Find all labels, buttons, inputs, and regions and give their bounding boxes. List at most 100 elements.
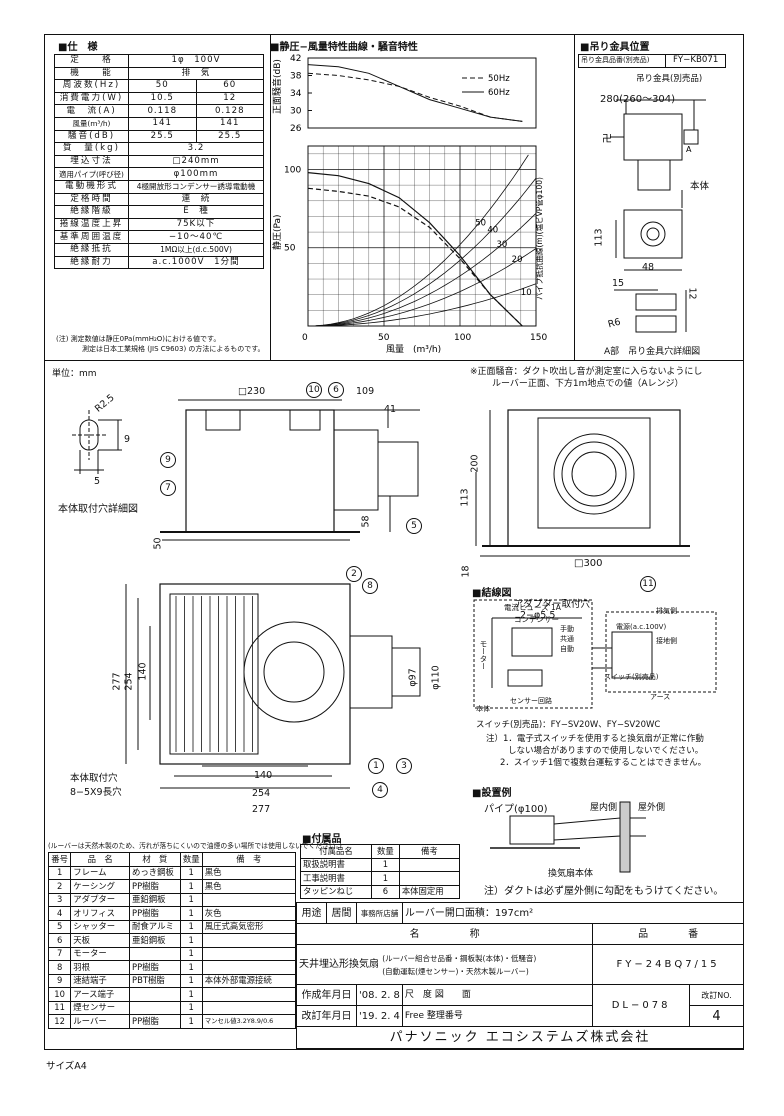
- spec-row: 質 量(kg)3.2: [54, 142, 264, 156]
- spec-value-50hz: 25.5: [128, 129, 197, 144]
- company-name: パナソニック エコシステムズ株式会社: [296, 1026, 744, 1049]
- parts-cell: 3: [47, 892, 72, 907]
- install-pipe: パイプ(φ100): [484, 804, 548, 815]
- parts-cell: 7: [47, 946, 72, 961]
- spec-value-50hz: 50: [128, 79, 197, 93]
- hanger-dim-48: 48: [642, 262, 655, 273]
- dim-254-h: 254: [252, 788, 271, 799]
- revised-date: '19. 2. 4: [356, 1005, 403, 1027]
- product-detail-2: (自動運転(煙センサー)・天然木製ルーバー): [382, 966, 529, 976]
- top-divider: [44, 360, 744, 361]
- spec-key: 機 能: [54, 66, 129, 81]
- spec-key: 消費電力(W): [54, 91, 129, 106]
- callout-6: 6: [328, 382, 344, 398]
- noise-note-1: ※正面騒音：ダクト吹出し音が測定室に入らないようにし: [470, 367, 703, 377]
- spec-key: 定 格: [54, 54, 129, 68]
- paper-size: サイズA4: [46, 1061, 87, 1072]
- hanger-a-label: A: [686, 145, 692, 154]
- acc-cell: 本体固定用: [398, 884, 461, 899]
- noise-tick-label: 26: [290, 124, 302, 134]
- spec-value: 排 気: [128, 66, 264, 81]
- spec-value-60hz: 60: [195, 79, 264, 93]
- noise-tick-label: 30: [290, 107, 302, 117]
- parts-cell: 灰色: [201, 906, 297, 921]
- spec-key: 絶縁階級: [54, 205, 129, 219]
- callout-8: 8: [362, 578, 378, 594]
- parts-cell: 1: [179, 987, 203, 1002]
- hole-dim-5: 5: [94, 476, 101, 487]
- spec-note-2: 測定は日本工業規格 (JIS C9603) の方法によるものです。: [82, 345, 265, 353]
- parts-cell: ケーシング: [70, 879, 131, 894]
- noise-tick-label: 42: [290, 54, 301, 64]
- drawing-number: DL−078: [592, 984, 691, 1027]
- mount-hole-dims: 8−5X9長穴: [70, 787, 122, 798]
- spec-row: 埋込寸法□240mm: [54, 154, 264, 169]
- parts-header: 数量: [179, 852, 203, 867]
- spec-key: 電 流(A): [54, 104, 129, 118]
- parts-cell: 1: [179, 946, 203, 961]
- parts-cell: 1: [179, 1014, 203, 1029]
- dim-113: 113: [459, 488, 471, 507]
- callout-3: 3: [396, 758, 412, 774]
- spec-value: φ100mm: [128, 167, 264, 181]
- drawing-label: 図 面: [434, 989, 471, 1000]
- flow-tick-label: 0: [302, 333, 308, 343]
- spec-value: 1φ 100V: [128, 54, 264, 68]
- created-label: 作成年月日: [296, 984, 357, 1006]
- adapter-hole-label: アダプター取付穴: [514, 599, 591, 610]
- parts-cell: [201, 933, 297, 948]
- dim-58: 58: [360, 515, 372, 528]
- hole-detail-title: 本体取付穴詳細図: [58, 504, 138, 515]
- wiring-note-1: 注）1．電子式スイッチを使用すると換気扇が正常に作動: [486, 734, 704, 744]
- legend-60hz: 60Hz: [488, 88, 510, 98]
- parts-cell: シャッター: [70, 919, 131, 934]
- spec-value: 連 続: [128, 192, 264, 207]
- acc-header: 数量: [370, 844, 400, 859]
- parts-cell: 8: [47, 960, 72, 975]
- spec-value: E 種: [128, 205, 264, 219]
- spec-value-60hz: 0.128: [195, 104, 264, 118]
- install-diagram: [490, 801, 646, 873]
- parts-header: 品 名: [70, 852, 131, 867]
- divider-b: [574, 34, 575, 360]
- spec-value: 1MΩ以上(d.c.500V): [128, 242, 264, 257]
- spec-value-60hz: 141: [195, 116, 264, 131]
- adapter-hole-dims: 2−φ5.5: [520, 610, 556, 621]
- callout-7: 7: [160, 480, 176, 496]
- parts-header: 備 考: [201, 852, 297, 867]
- noise-tick-label: 38: [290, 72, 302, 82]
- parts-cell: [201, 960, 297, 975]
- wiring-manual: 手動: [560, 625, 574, 633]
- hanger-option-label: 吊り金具品番(別売品): [577, 54, 667, 68]
- spec-value: −10〜40℃: [128, 230, 264, 244]
- spec-row: 基準周囲温度−10〜40℃: [54, 230, 264, 244]
- number-label: 整理番号: [426, 1010, 463, 1021]
- spec-heading: ■仕 様: [58, 42, 98, 53]
- install-body: 換気扇本体: [548, 869, 594, 879]
- scale-value: Free: [404, 1010, 425, 1021]
- svg-text:卍: 卍: [602, 133, 612, 145]
- parts-header-row: 番号品 名材 質数量備 考: [47, 852, 297, 867]
- flow-tick-label: 100: [454, 333, 471, 343]
- parts-cell: マンセル値3.2Y8.9/0.6: [201, 1014, 297, 1029]
- spec-key: 基準周囲温度: [54, 230, 129, 244]
- wiring-note-2: 2．スイッチ1個で複数台運転することはできません。: [500, 758, 707, 768]
- pressure-axis-label: 静圧(Pa): [271, 214, 283, 250]
- parts-cell: 亜鉛鋼板: [129, 933, 181, 948]
- wiring-fuse: 電流ヒューズ 1A: [504, 603, 561, 612]
- hanger-dim-113: 113: [593, 228, 605, 247]
- model-number: FY−24BQ7/15: [592, 944, 744, 985]
- dim-109: 109: [356, 386, 375, 397]
- hanger-label: 吊り金具(別売品): [636, 74, 703, 84]
- resistance-curve: [308, 283, 537, 327]
- callout-9: 9: [160, 452, 176, 468]
